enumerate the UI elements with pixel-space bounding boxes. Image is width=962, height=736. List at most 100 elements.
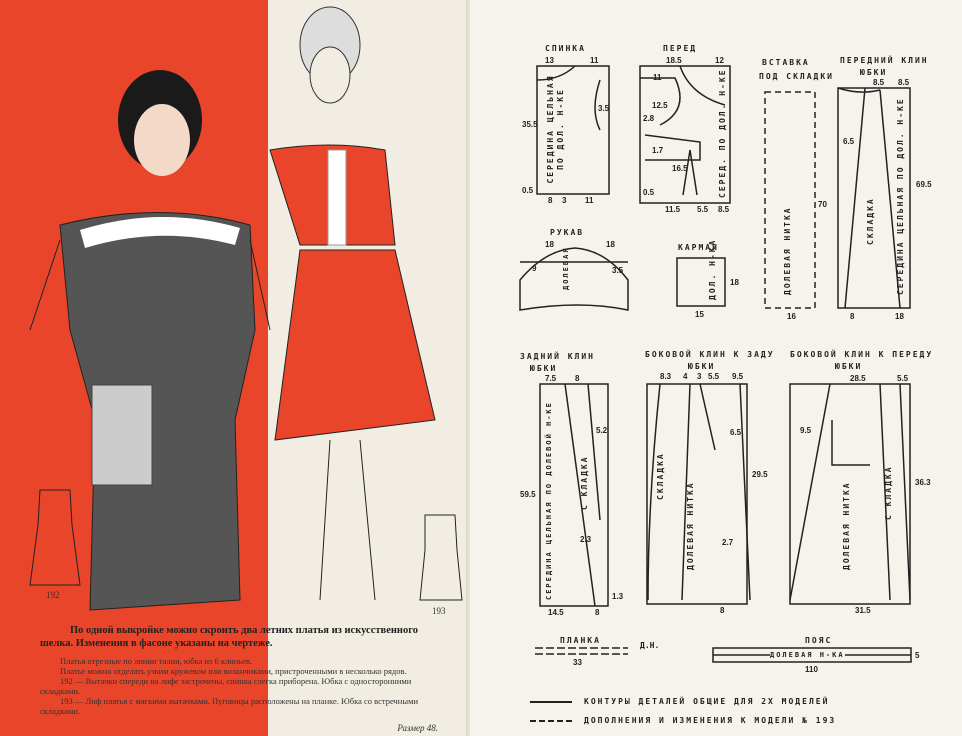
- pocket-note: ДОЛ. Н-КА: [708, 238, 717, 300]
- dim: 14.5: [548, 608, 564, 617]
- pattern-sleeve: [519, 247, 629, 311]
- dim: 7.5: [545, 374, 557, 383]
- back-panel-fold: С КЛАДКА: [580, 455, 589, 510]
- dim: 28.5: [850, 374, 866, 383]
- placket-title: ПЛАНКА: [560, 636, 601, 645]
- model-number-192: 192: [46, 590, 60, 600]
- pattern-back: [536, 65, 610, 195]
- page-gutter: [466, 0, 472, 736]
- dim: 6.5: [843, 137, 855, 146]
- dim: 9: [532, 264, 537, 273]
- description-paragraph: Платье можно отделать узким кружевом или…: [60, 666, 407, 676]
- front-panel-fold: СКЛАДКА: [866, 197, 875, 245]
- side-front-title: БОКОВОЙ КЛИН К ПЕРЕДУ: [790, 350, 934, 359]
- belt-title: ПОЯС: [805, 636, 833, 645]
- side-front-fold: С КЛАДКА: [884, 465, 893, 520]
- dim: 12.5: [652, 101, 668, 110]
- legend-solid: КОНТУРЫ ДЕТАЛЕЙ ОБЩИЕ ДЛЯ 2Х МОДЕЛЕЙ: [530, 697, 829, 706]
- back-panel-title: ЗАДНИЙ КЛИН: [520, 352, 595, 361]
- dim: 5.5: [697, 205, 709, 214]
- insert-subtitle: ПОД СКЛАДКИ: [759, 72, 834, 81]
- front-panel-subtitle: ЮБКИ: [860, 68, 888, 77]
- dim: 8: [548, 196, 553, 205]
- description-text: Платья отрезные по линии талии, юбка из …: [40, 656, 445, 716]
- dim: 18.5: [666, 56, 682, 65]
- right-page: [470, 0, 962, 736]
- dim: 8.3: [660, 372, 672, 381]
- pattern-side-front: [789, 383, 911, 605]
- dim: 8: [595, 608, 600, 617]
- dim: 31.5: [855, 606, 871, 615]
- front-panel-note: СЕРЕДИНА ЦЕЛЬНАЯ ПО ДОЛ. Н-КЕ: [896, 97, 905, 295]
- side-back-note: ДОЛЕВАЯ НИТКА: [686, 481, 695, 570]
- pattern-pocket: [676, 257, 726, 307]
- dim: 5.5: [897, 374, 909, 383]
- side-back-title: БОКОВОЙ КЛИН К ЗАДУ: [645, 350, 775, 359]
- dim: 18: [545, 240, 554, 249]
- dim: 16: [787, 312, 796, 321]
- dim: 0.5: [522, 186, 534, 195]
- dim: 8: [850, 312, 855, 321]
- pattern-placket: [535, 647, 628, 655]
- dim: 15: [695, 310, 704, 319]
- side-back-fold: СКЛАДКА: [656, 452, 665, 500]
- pocket-title: КАРМАН: [678, 243, 719, 252]
- dim: 5.5: [708, 372, 720, 381]
- dim: 18: [606, 240, 615, 249]
- dim: 2.7: [722, 538, 734, 547]
- pattern-front: [639, 65, 731, 204]
- dim: 29.5: [752, 470, 768, 479]
- placket-note: Д.Н.: [640, 641, 660, 650]
- dim: 3.5: [612, 266, 624, 275]
- back-title: СПИНКА: [545, 44, 586, 53]
- front-panel-title: ПЕРЕДНИЙ КЛИН: [840, 56, 929, 65]
- pattern-back-panel: [539, 383, 609, 607]
- back-note: СЕРЕДИНА ЦЕЛЬНАЯ ПО ДОЛ. Н-КЕ: [546, 74, 565, 184]
- dim: 8.5: [718, 205, 730, 214]
- dim: 9.5: [800, 426, 812, 435]
- side-back-subtitle: ЮБКИ: [688, 362, 716, 371]
- pattern-front-panel: [837, 87, 911, 309]
- thumbnail-192: [29, 489, 81, 586]
- dim: 4: [683, 372, 688, 381]
- model-192-figure: [29, 70, 271, 611]
- dim: 16.5: [672, 164, 688, 173]
- dim: 18: [730, 278, 739, 287]
- dim: 9.5: [732, 372, 744, 381]
- dim: 6.5: [730, 428, 742, 437]
- dim: 69.5: [916, 180, 932, 189]
- dim: 59.5: [520, 490, 536, 499]
- legend-label: КОНТУРЫ ДЕТАЛЕЙ ОБЩИЕ ДЛЯ 2Х МОДЕЛЕЙ: [584, 697, 830, 706]
- dim: 33: [573, 658, 582, 667]
- sleeve-title: РУКАВ: [550, 228, 585, 237]
- model-193-figure: [269, 6, 436, 601]
- thumbnail-193: [419, 514, 463, 601]
- dim: 3: [697, 372, 702, 381]
- dim: 35.5: [522, 120, 538, 129]
- dim: 11.5: [665, 205, 681, 214]
- insert-note: ДОЛЕВАЯ НИТКА: [783, 206, 792, 295]
- dim: 3: [562, 196, 567, 205]
- lead-paragraph: По одной выкройке можно скроить два летн…: [40, 625, 418, 649]
- dim: 11: [653, 73, 662, 82]
- size-label: Размер 48.: [397, 723, 438, 733]
- left-page: 192 193 По одной выкройке можно скроить …: [0, 0, 468, 736]
- description-paragraph: 193 — Лиф платья с мягкими вытачками. Пу…: [40, 696, 418, 716]
- model-number-193: 193: [432, 606, 446, 616]
- fashion-illustration: [29, 6, 463, 611]
- dim: 8: [720, 606, 725, 615]
- dim: 18: [895, 312, 904, 321]
- dim: 5.2: [596, 426, 608, 435]
- description-paragraph: 192 — Вытачки спереди на лифе застрочены…: [40, 676, 412, 696]
- side-front-subtitle: ЮБКИ: [835, 362, 863, 371]
- dim: 70: [818, 200, 827, 209]
- side-front-note: ДОЛЕВАЯ НИТКА: [842, 481, 851, 570]
- dim: 13: [545, 56, 554, 65]
- dim: 11: [585, 196, 594, 205]
- dim: 11: [590, 56, 599, 65]
- back-panel-note: СЕРЕДИНА ЦЕЛЬНАЯ ПО ДОЛЕВОЙ Н-КЕ: [545, 401, 553, 600]
- front-note: СЕРЕД. ПО ДОЛ. Н-КЕ: [718, 68, 727, 198]
- legend-dashed: ДОПОЛНЕНИЯ И ИЗМЕНЕНИЯ К МОДЕЛИ № 193: [530, 716, 836, 725]
- dashed-line-sample: [530, 719, 572, 722]
- dim: 1.7: [652, 146, 664, 155]
